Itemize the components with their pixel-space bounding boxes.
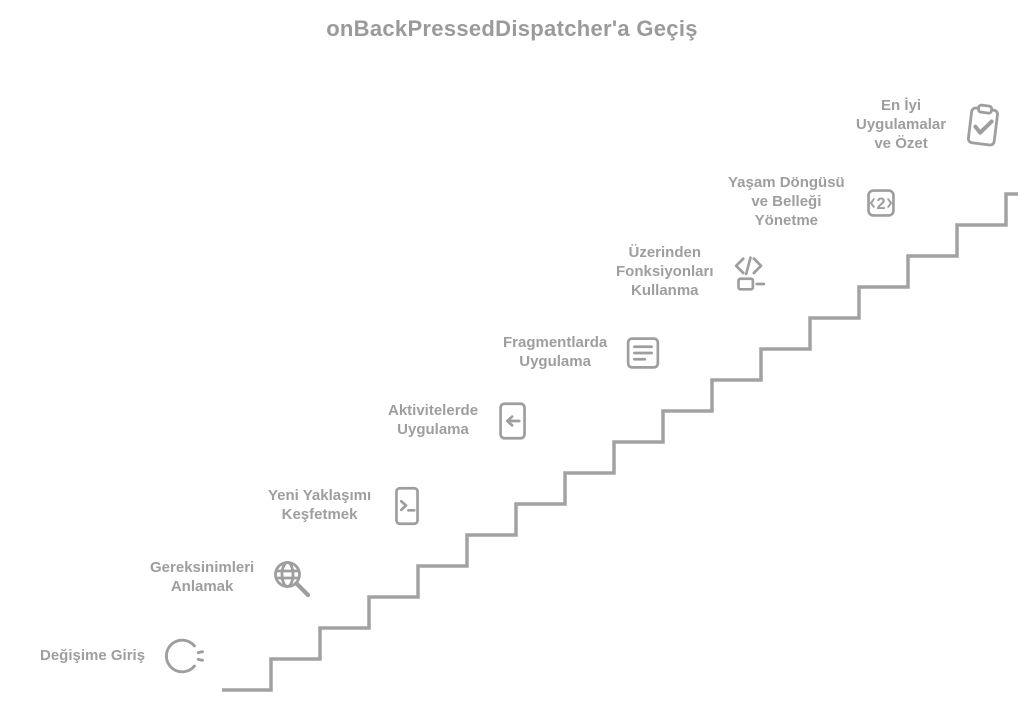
step-intro: Değişime Giriş bbox=[40, 633, 205, 679]
step-label: Gereksinimleri Anlamak bbox=[150, 559, 254, 597]
step-label-line: ve Özet bbox=[874, 134, 928, 152]
fragment-list-icon bbox=[620, 330, 666, 376]
step-new-approach: Yeni Yaklaşımı Keşfetmek bbox=[268, 483, 430, 529]
code-icon bbox=[727, 250, 773, 296]
step-best-practices: En İyi Uygulamalar ve Özet bbox=[856, 97, 1007, 154]
step-activities: Aktivitelerde Uygulama bbox=[388, 398, 537, 444]
step-label-line: Aktivitelerde bbox=[388, 402, 479, 420]
search-globe-icon bbox=[267, 554, 315, 602]
step-label: Fragmentlarda Uygulama bbox=[503, 334, 607, 372]
step-label: En İyi Uygulamalar ve Özet bbox=[856, 97, 946, 153]
step-label: Üzerinden Fonksiyonları Kullanma bbox=[616, 244, 714, 300]
step-label-line: Yaşam Döngüsü bbox=[728, 174, 845, 192]
step-lifecycle: Yaşam Döngüsü ve Belleği Yönetme 2 bbox=[728, 174, 904, 231]
step-label-line: Keşfetmek bbox=[281, 506, 358, 523]
step-label: Yaşam Döngüsü ve Belleği Yönetme bbox=[728, 174, 845, 230]
timer-number: 2 bbox=[876, 194, 885, 212]
phone-back-icon bbox=[491, 398, 537, 444]
step-label-line: Değişime Giriş bbox=[40, 646, 146, 664]
step-requirements: Gereksinimleri Anlamak bbox=[150, 555, 315, 601]
step-label-line: Üzerinden bbox=[628, 244, 702, 262]
step-label-line: Yönetme bbox=[754, 211, 819, 229]
page-title: onBackPressedDispatcher'a Geçiş bbox=[326, 16, 698, 41]
step-label-line: Gereksinimleri bbox=[150, 559, 255, 577]
step-fragments: Fragmentlarda Uygulama bbox=[503, 330, 666, 376]
step-label-line: Uygulama bbox=[397, 421, 469, 438]
step-label-line: Kullanma bbox=[631, 281, 699, 299]
clipboard-check-icon bbox=[959, 102, 1007, 150]
step-label-line: ve Belleği bbox=[751, 193, 822, 211]
step-label: Değişime Giriş bbox=[40, 647, 145, 666]
step-label: Yeni Yaklaşımı Keşfetmek bbox=[268, 487, 371, 525]
terminal-file-icon bbox=[384, 483, 430, 529]
step-label-line: Fragmentlarda bbox=[503, 334, 608, 352]
step-label-line: Uygulamalar bbox=[856, 116, 947, 134]
step-label-line: En İyi bbox=[881, 97, 922, 115]
step-label-line: Anlamak bbox=[170, 578, 234, 595]
timer-icon: 2 bbox=[858, 180, 904, 226]
step-label: Aktivitelerde Uygulama bbox=[388, 402, 478, 440]
step-label-line: Yeni Yaklaşımı bbox=[268, 487, 372, 505]
step-label-line: Uygulama bbox=[519, 353, 591, 370]
step-label-line: Fonksiyonları bbox=[616, 263, 714, 281]
sync-icon bbox=[158, 633, 205, 679]
step-functions: Üzerinden Fonksiyonları Kullanma bbox=[616, 244, 773, 301]
